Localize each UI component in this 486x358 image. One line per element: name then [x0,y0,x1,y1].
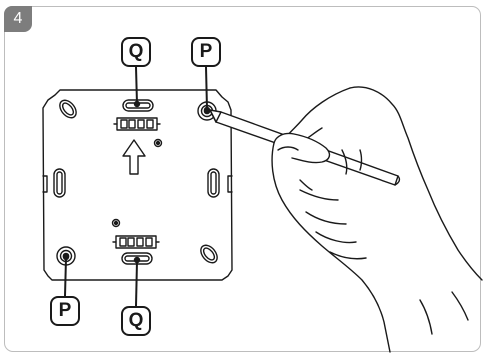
leader-q-bottom [135,260,138,307]
side-slot-left [53,168,66,198]
mounting-plate [42,89,233,281]
callout-p-top: P [191,37,221,67]
instruction-frame [4,6,481,352]
latch-clip-bottom [112,235,160,249]
leader-q-top [135,66,138,105]
up-arrow-icon [122,139,146,175]
leader-p-top [205,66,208,110]
side-slot-right [207,168,220,198]
hand-holding-pencil [271,86,483,353]
leader-p-bottom [64,257,67,297]
callout-q-bottom: Q [121,306,151,336]
latch-clip-top [113,117,161,131]
step-number-badge: 4 [4,6,32,32]
oval-hole-bottom-right [200,244,218,264]
callout-q-top: Q [121,37,151,67]
small-hole-left [111,218,121,228]
plate-notch-left [42,175,48,193]
plate-notch-right [227,175,233,193]
callout-p-bottom: P [50,296,80,326]
oval-hole-top-left [59,99,77,119]
small-hole-right [153,138,163,148]
